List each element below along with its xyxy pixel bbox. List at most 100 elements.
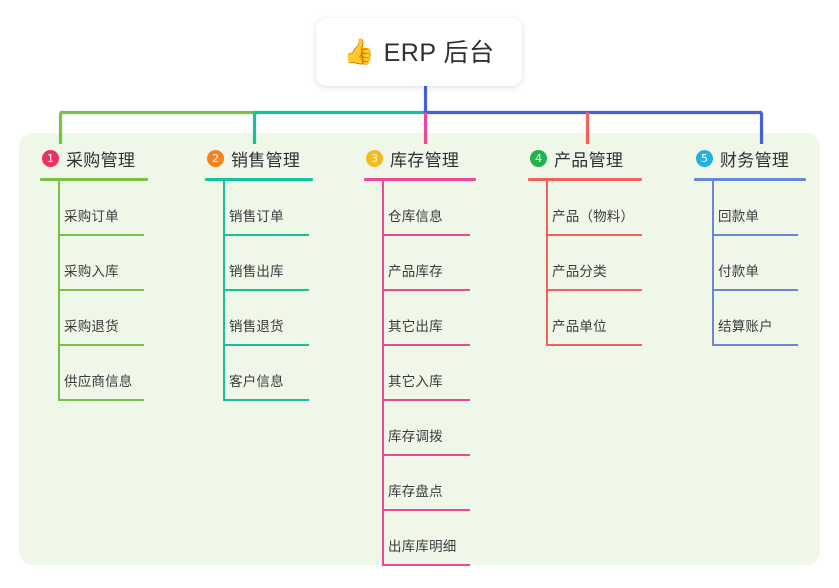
item-underline xyxy=(382,289,470,291)
menu-item[interactable]: 采购入库 xyxy=(40,236,148,291)
item-spine xyxy=(58,236,60,291)
menu-item[interactable]: 产品分类 xyxy=(528,236,642,291)
item-spine xyxy=(382,291,384,346)
item-spine xyxy=(546,236,548,291)
menu-item-label: 产品单位 xyxy=(552,319,607,334)
item-underline xyxy=(58,399,144,401)
item-spine xyxy=(58,346,60,401)
menu-item-label: 供应商信息 xyxy=(64,374,133,389)
item-underline xyxy=(58,344,144,346)
root-node-label: ERP 后台 xyxy=(383,39,495,67)
menu-item-label: 销售退货 xyxy=(229,319,284,334)
item-spine xyxy=(58,291,60,346)
column-sales: 2 销售管理 销售订单销售出库销售退货客户信息 xyxy=(205,146,313,401)
item-spine xyxy=(58,181,60,236)
column-badge: 3 xyxy=(366,149,383,167)
item-spine xyxy=(712,181,714,236)
menu-item-label: 仓库信息 xyxy=(388,209,443,224)
item-underline xyxy=(712,289,798,291)
item-spine xyxy=(223,181,225,236)
column-title: 财务管理 xyxy=(720,150,790,170)
item-underline xyxy=(223,399,309,401)
column-items: 仓库信息产品库存其它出库其它入库库存调拨库存盘点出库库明细 xyxy=(364,181,476,566)
item-underline xyxy=(546,234,642,236)
item-underline xyxy=(382,509,470,511)
column-rule xyxy=(364,178,476,181)
item-underline xyxy=(223,344,309,346)
column-header[interactable]: 4 产品管理 xyxy=(528,146,642,170)
menu-item-label: 销售订单 xyxy=(229,209,284,224)
item-spine xyxy=(546,291,548,346)
column-badge: 4 xyxy=(530,149,547,167)
column-header[interactable]: 5 财务管理 xyxy=(694,146,806,170)
menu-item[interactable]: 采购退货 xyxy=(40,291,148,346)
menu-item[interactable]: 供应商信息 xyxy=(40,346,148,401)
column-items: 销售订单销售出库销售退货客户信息 xyxy=(205,181,313,401)
menu-item-label: 回款单 xyxy=(718,209,760,224)
menu-item[interactable]: 库存盘点 xyxy=(364,456,476,511)
menu-item-label: 库存调拨 xyxy=(388,429,443,444)
thumbs-up-icon: 👍 xyxy=(343,36,375,66)
column-header[interactable]: 3 库存管理 xyxy=(364,146,476,170)
column-rule xyxy=(205,178,313,181)
menu-item-label: 采购退货 xyxy=(64,319,119,334)
column-title: 库存管理 xyxy=(390,150,460,170)
item-underline xyxy=(58,234,144,236)
menu-item[interactable]: 采购订单 xyxy=(40,181,148,236)
item-underline xyxy=(223,289,309,291)
column-finance: 5 财务管理 回款单付款单结算账户 xyxy=(694,146,806,346)
root-node[interactable]: 👍 ERP 后台 xyxy=(316,18,522,86)
menu-item[interactable]: 产品（物料） xyxy=(528,181,642,236)
item-spine xyxy=(546,181,548,236)
menu-item[interactable]: 仓库信息 xyxy=(364,181,476,236)
menu-item-label: 产品分类 xyxy=(552,264,607,279)
menu-item[interactable]: 付款单 xyxy=(694,236,806,291)
column-rule xyxy=(528,178,642,181)
menu-item[interactable]: 产品单位 xyxy=(528,291,642,346)
item-spine xyxy=(382,511,384,566)
column-items: 采购订单采购入库采购退货供应商信息 xyxy=(40,181,148,401)
menu-item[interactable]: 库存调拨 xyxy=(364,401,476,456)
item-underline xyxy=(712,344,798,346)
column-rule xyxy=(694,178,806,181)
menu-item[interactable]: 其它出库 xyxy=(364,291,476,346)
column-header[interactable]: 2 销售管理 xyxy=(205,146,313,170)
item-underline xyxy=(223,234,309,236)
menu-item[interactable]: 产品库存 xyxy=(364,236,476,291)
column-items: 回款单付款单结算账户 xyxy=(694,181,806,346)
item-spine xyxy=(382,181,384,236)
item-spine xyxy=(712,291,714,346)
item-underline xyxy=(58,289,144,291)
column-title: 产品管理 xyxy=(554,150,624,170)
menu-item-label: 库存盘点 xyxy=(388,484,443,499)
column-rule xyxy=(40,178,148,181)
menu-item[interactable]: 出库库明细 xyxy=(364,511,476,566)
item-underline xyxy=(382,454,470,456)
menu-item-label: 产品库存 xyxy=(388,264,443,279)
menu-item[interactable]: 其它入库 xyxy=(364,346,476,401)
menu-item-label: 采购订单 xyxy=(64,209,119,224)
item-underline xyxy=(712,234,798,236)
menu-item-label: 出库库明细 xyxy=(388,539,457,554)
item-underline xyxy=(546,289,642,291)
column-header[interactable]: 1 采购管理 xyxy=(40,146,148,170)
column-items: 产品（物料） 产品分类产品单位 xyxy=(528,181,642,346)
menu-item-label: 付款单 xyxy=(718,264,760,279)
item-spine xyxy=(382,346,384,401)
menu-item[interactable]: 回款单 xyxy=(694,181,806,236)
menu-item[interactable]: 销售订单 xyxy=(205,181,313,236)
menu-item[interactable]: 销售退货 xyxy=(205,291,313,346)
column-badge: 2 xyxy=(207,149,224,167)
item-spine xyxy=(223,346,225,401)
column-badge: 5 xyxy=(696,149,713,167)
menu-item[interactable]: 结算账户 xyxy=(694,291,806,346)
menu-item[interactable]: 销售出库 xyxy=(205,236,313,291)
menu-item[interactable]: 客户信息 xyxy=(205,346,313,401)
item-spine xyxy=(382,236,384,291)
item-underline xyxy=(382,564,470,566)
menu-item-label: 其它出库 xyxy=(388,319,443,334)
item-spine xyxy=(712,236,714,291)
menu-item-label: 采购入库 xyxy=(64,264,119,279)
item-underline xyxy=(382,399,470,401)
